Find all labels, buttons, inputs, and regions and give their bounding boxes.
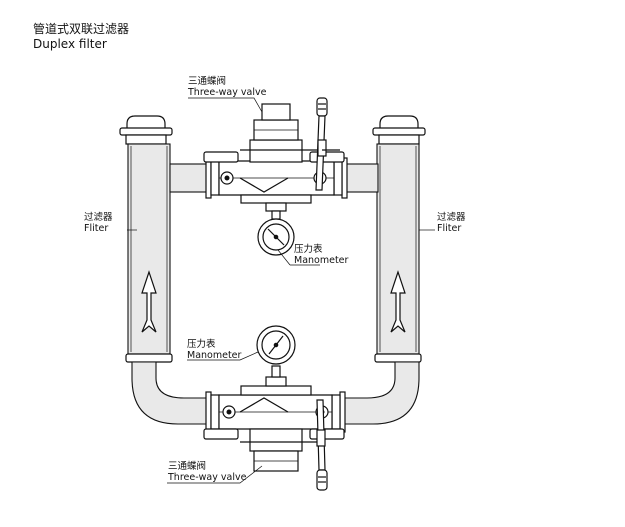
bottom-right-elbow — [339, 361, 420, 425]
filter-left-label-en: Fliter — [84, 223, 109, 234]
top-valve-handle — [240, 97, 340, 191]
right-flow-arrow — [390, 270, 406, 333]
valve-bottom-label-en: Three-way valve — [168, 472, 247, 483]
filter-right-label-en: Fliter — [437, 223, 462, 234]
valve-top-label: 三通蝶阀 Three-way valve — [188, 76, 266, 98]
gauge-bottom-label-en: Manometer — [187, 350, 242, 361]
valve-top-label-cn: 三通蝶阀 — [188, 76, 227, 87]
gauge-top-label-cn: 压力表 — [294, 244, 323, 255]
filter-right-label: 过滤器 Fliter — [437, 212, 466, 234]
valve-top-label-en: Three-way valve — [188, 87, 267, 98]
valve-bottom-label: 三通蝶阀 Three-way valve — [168, 461, 246, 483]
filter-left-label-cn: 过滤器 — [84, 212, 113, 223]
bottom-manometer — [256, 325, 296, 387]
gauge-top-label-en: Manometer — [294, 255, 349, 266]
bottom-left-elbow — [131, 361, 213, 425]
bottom-header-pipe — [203, 385, 346, 472]
filter-right-label-cn: 过滤器 — [437, 212, 466, 223]
top-manometer — [257, 202, 295, 256]
right-filter — [372, 115, 426, 363]
gauge-bottom-label-cn: 压力表 — [187, 339, 216, 350]
gauge-top-label: 压力表 Manometer — [294, 244, 348, 266]
title-english: Duplex filter — [33, 37, 107, 51]
leader-lines — [127, 97, 435, 484]
title-chinese: 管道式双联过滤器 — [33, 22, 130, 36]
left-filter — [119, 115, 173, 363]
gauge-bottom-label: 压力表 Manometer — [187, 339, 241, 361]
valve-bottom-label-cn: 三通蝶阀 — [168, 461, 207, 472]
top-header-pipe — [169, 103, 379, 204]
bottom-valve-handle — [316, 399, 328, 491]
left-flow-arrow — [141, 270, 157, 333]
filter-left-label: 过滤器 Fliter — [84, 212, 113, 234]
